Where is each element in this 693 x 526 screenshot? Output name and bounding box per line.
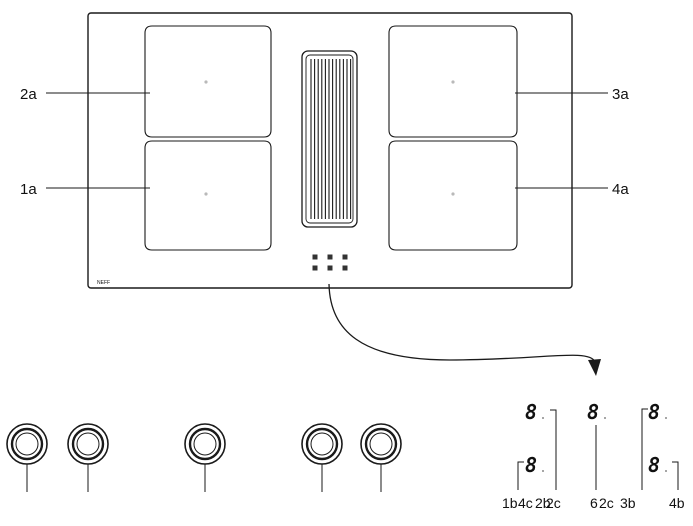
zone-label-1a: 1a xyxy=(20,181,37,198)
extractor-vent-icon xyxy=(301,50,358,228)
cooktop-outline xyxy=(87,12,573,289)
touch-control-icon[interactable] xyxy=(312,265,318,271)
display-label-6: 6 xyxy=(590,495,598,511)
zone-label-4a: 4a xyxy=(612,181,629,198)
brand-mark: NEFF xyxy=(97,280,110,286)
control-knob-icon[interactable] xyxy=(6,423,48,492)
display-label-2b: 2b xyxy=(535,495,551,511)
display-label-2c-b: 2c xyxy=(599,495,614,511)
display-labels: 1b 4c 2b 2c 6 2c 3b 4b xyxy=(502,495,685,511)
zone-4a-center xyxy=(451,192,455,196)
arrow-icon xyxy=(328,283,601,376)
display-3b: 8 xyxy=(648,400,660,424)
zone-1a-shape xyxy=(144,140,272,251)
touch-control-icon[interactable] xyxy=(342,265,348,271)
zone-label-2a: 2a xyxy=(20,86,37,103)
cooking-zones xyxy=(144,25,518,251)
control-knob-icon[interactable] xyxy=(360,423,402,492)
zone-4a-shape xyxy=(388,140,518,251)
control-knob-icon[interactable] xyxy=(301,423,343,492)
zone-leader-lines xyxy=(46,92,608,189)
control-knob-icon[interactable] xyxy=(184,423,226,492)
zone-2a-center xyxy=(204,80,208,84)
control-knobs xyxy=(6,423,402,492)
display-4c: 8 xyxy=(525,400,537,424)
display-leader-lines xyxy=(517,408,679,490)
touch-control-icon[interactable] xyxy=(327,265,333,271)
display-label-4c: 4c xyxy=(518,495,533,511)
zone-2a-shape xyxy=(144,25,272,138)
zone-1a-center xyxy=(204,192,208,196)
touch-control-icon[interactable] xyxy=(327,254,333,260)
zone-3a-center xyxy=(451,80,455,84)
touch-control-icon[interactable] xyxy=(342,254,348,260)
zone-label-3a: 3a xyxy=(612,86,629,103)
display-1b: 8 xyxy=(525,453,537,477)
display-6: 8 xyxy=(587,400,599,424)
display-label-2c: 2c xyxy=(546,495,561,511)
touch-control-icon[interactable] xyxy=(312,254,318,260)
display-label-3b: 3b xyxy=(620,495,636,511)
vent-slats xyxy=(310,59,352,219)
touch-controls xyxy=(312,254,348,271)
zone-3a-shape xyxy=(388,25,518,138)
display-panel: 8 8 8 8 8 xyxy=(525,400,667,477)
display-4b: 8 xyxy=(648,453,660,477)
display-label-4b: 4b xyxy=(669,495,685,511)
display-label-1b: 1b xyxy=(502,495,518,511)
zone-centers xyxy=(204,80,455,196)
control-knob-icon[interactable] xyxy=(67,423,109,492)
